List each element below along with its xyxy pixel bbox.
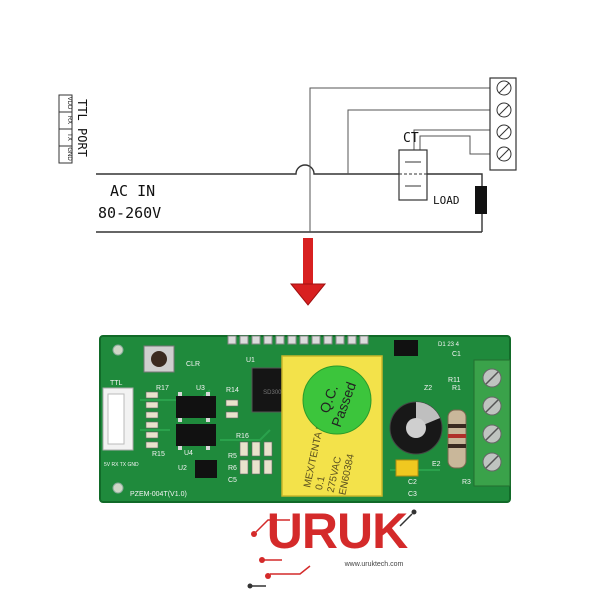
x2-capacitor: MEX/TENTA MKP 0.1 275VAC EN60384 Q.C. Pa… — [281, 355, 383, 497]
ac-in-label: AC IN — [110, 182, 155, 200]
wiring-diagram: VDD RX TX GND TTL PORT AC IN 80-260V — [58, 77, 517, 233]
uruk-logo: URUK www.uruktech.com — [247, 503, 417, 589]
ttl-port: VDD RX TX GND TTL PORT — [58, 94, 89, 164]
voltage-label: 80-260V — [98, 204, 161, 222]
silk-r15: R15 — [152, 451, 165, 458]
ttl-connector — [102, 387, 134, 451]
ttl-pin-tx: TX — [66, 133, 72, 141]
silk-u4: U4 — [184, 450, 193, 457]
ct-label: CT — [403, 131, 419, 146]
silk-r3: R3 — [462, 479, 471, 486]
chip-u2 — [195, 460, 217, 478]
silk-u1: U1 — [246, 357, 255, 364]
ttl-pin-vdd: VDD — [66, 97, 72, 110]
silk-pins: 5V RX TX GND — [104, 462, 139, 468]
ttl-pin-rx: RX — [66, 116, 72, 124]
silk-clr: CLR — [186, 361, 200, 368]
silk-r11: R11 — [448, 377, 460, 384]
optocoupler — [176, 392, 216, 450]
silk-c2: C2 — [408, 479, 417, 486]
pin-header — [227, 335, 369, 345]
silk-r14: R14 — [226, 387, 239, 394]
cap-text-2: 0.1 — [314, 475, 328, 491]
silk-e2: E2 — [432, 461, 441, 468]
ttl-pin-gnd: GND — [66, 147, 72, 161]
qc-sticker — [302, 365, 372, 435]
silk-r17: R17 — [156, 385, 169, 392]
logo-url: www.uruktech.com — [344, 561, 404, 568]
terminal-block — [489, 77, 517, 171]
silk-c1: C1 — [452, 351, 461, 358]
resistor-array — [145, 391, 273, 475]
silk-r1: R1 — [452, 385, 461, 392]
main-chip-label: SD3004 — [263, 390, 285, 396]
ac-lines — [96, 164, 483, 233]
pcb-board: SD3004 MEX/TENTA MKP 0.1 275VAC EN60384 — [99, 335, 511, 503]
screw-terminal — [473, 359, 511, 487]
silk-r16: R16 — [236, 433, 249, 440]
silk-r5: R5 — [228, 453, 237, 460]
board-model: PZEM-004T(V1.0) — [130, 491, 187, 498]
silk-terminal-numbers: D1 23 4 — [438, 342, 460, 348]
ttl-port-label: TTL PORT — [75, 99, 89, 157]
silk-u2: U2 — [178, 465, 187, 472]
power-resistor — [447, 409, 467, 469]
electrolytic-capacitor — [389, 401, 443, 455]
load-label: LOAD — [433, 194, 460, 207]
silk-z2: Z2 — [424, 385, 432, 392]
capacitor-c2 — [395, 459, 419, 477]
silk-u3: U3 — [196, 385, 205, 392]
current-transformer: CT — [398, 131, 428, 201]
silk-ttl: TTL — [110, 380, 123, 387]
sense-wires — [309, 87, 494, 232]
silk-c5: C5 — [228, 477, 237, 484]
push-button — [143, 345, 175, 373]
load: LOAD — [433, 186, 487, 214]
logo-name: URUK — [267, 503, 408, 559]
chip-top-right — [394, 340, 418, 356]
silk-r6: R6 — [228, 465, 237, 472]
down-arrow — [289, 238, 327, 306]
silk-c3: C3 — [408, 491, 417, 498]
